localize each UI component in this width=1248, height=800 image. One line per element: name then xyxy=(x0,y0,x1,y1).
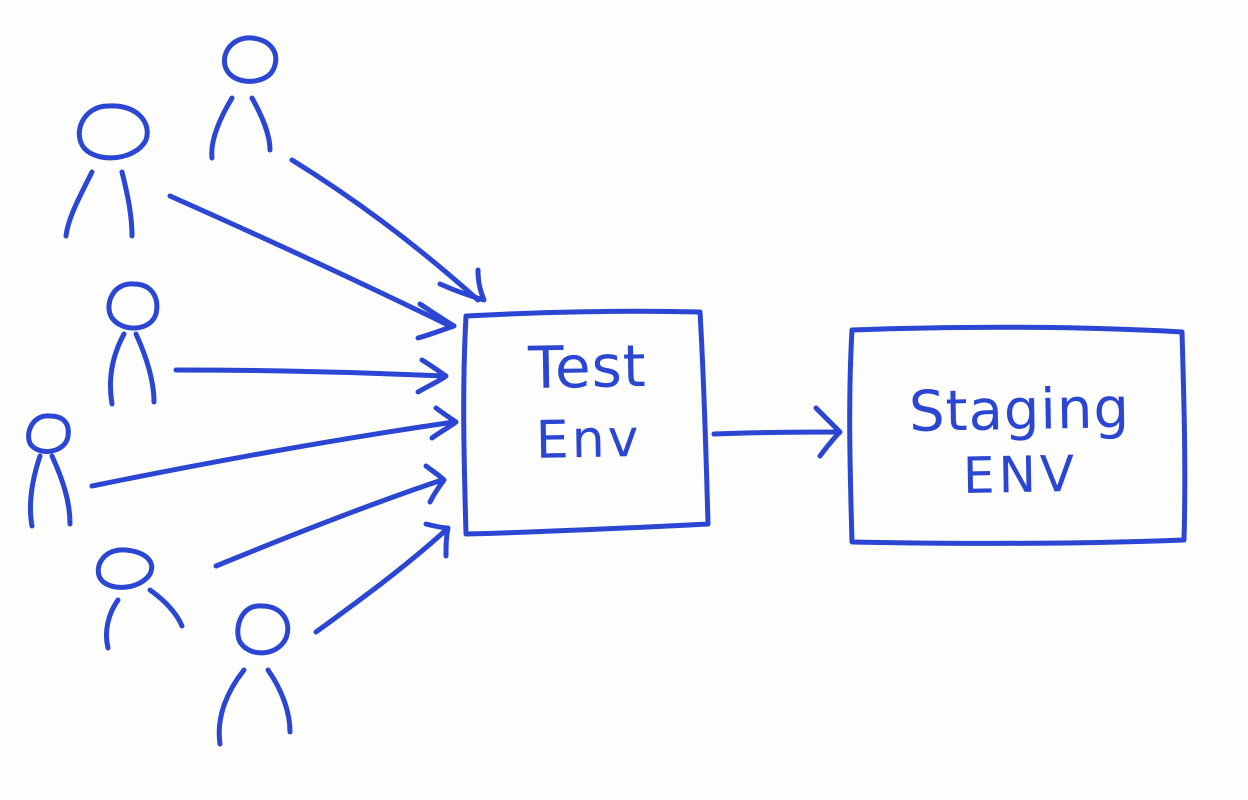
staging-env-box xyxy=(847,324,1188,546)
staging-env-label-line2: ENV xyxy=(962,444,1079,505)
staging-env-label: Staging ENV xyxy=(854,376,1186,505)
user-figure-5 xyxy=(95,547,185,651)
test-env-label: Test Env xyxy=(469,331,707,471)
user-figure-1 xyxy=(209,35,279,161)
test-env-box xyxy=(461,308,711,537)
arrow-user-3-to-test xyxy=(173,357,449,395)
arrow-test-to-staging xyxy=(711,405,843,459)
test-env-label-line1: Test xyxy=(527,331,648,403)
user-figure-4 xyxy=(26,413,73,529)
arrow-user-4-to-test xyxy=(89,405,459,489)
test-env-label-line2: Env xyxy=(535,408,642,471)
arrow-user-6-to-test xyxy=(313,521,451,635)
arrow-user-5-to-test xyxy=(213,463,447,569)
user-figure-6 xyxy=(216,603,293,747)
arrow-user-2-to-test xyxy=(167,193,457,341)
user-figure-3 xyxy=(106,281,160,407)
user-figure-2 xyxy=(63,103,150,239)
staging-env-label-line1: Staging xyxy=(908,376,1131,445)
arrow-user-1-to-test xyxy=(289,157,487,303)
